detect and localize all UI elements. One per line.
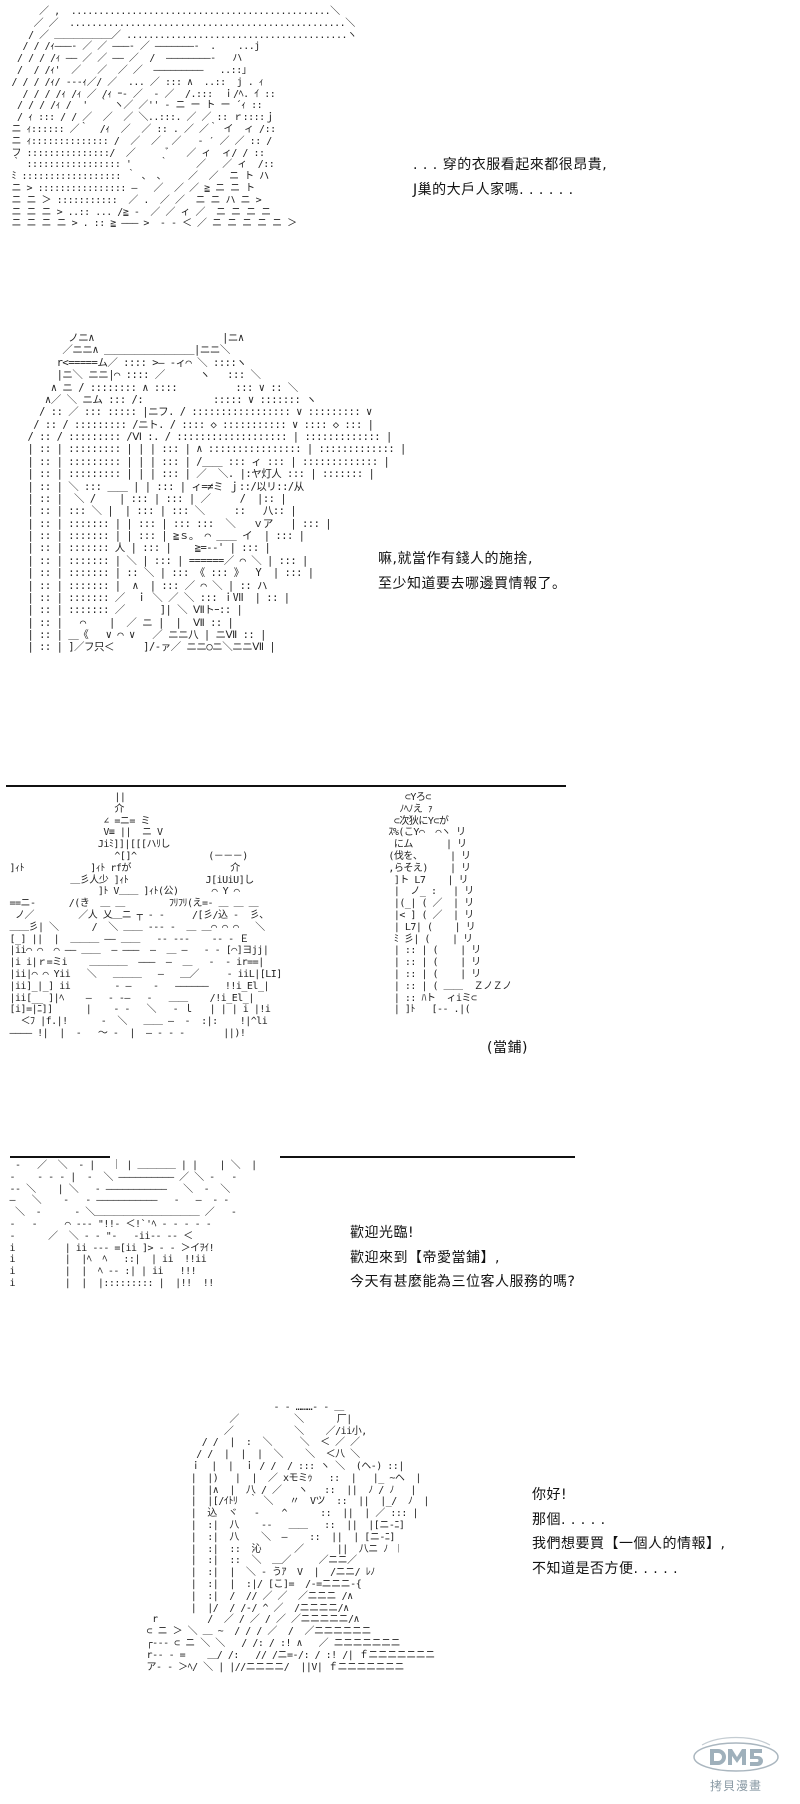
ascii-art-shop-sign: ⊂Yろ⊂ ﾉﾍﾉえ ｧ ⊂次狄にY⊂が ｽ%(こY⌒ ⌒ヽ リ にム | リ (… [388, 792, 512, 1016]
ascii-art-shopkeeper: || 介 ∠ =ニ= ミ V≡ || ニ V Jiﾐ]]|[[[ハﾘし ^[]^… [9, 792, 283, 1039]
panel-divider-top [6, 785, 566, 787]
panel-divider-middle-right [280, 1156, 575, 1158]
ascii-art-character-4: ‐ ‐ ………‐ ‐ ＿ ／ ＼ 厂| ／ ＼ ／/ii小, / / | : ＼… [146, 1402, 436, 1673]
dialog-line: 那個. . . . . [532, 1511, 606, 1528]
panel-2: ノニ∧ |ニ∧ ／ニニ∧ ＿＿＿＿＿＿＿＿＿|ニニ＼ r<=====ム／ :::… [0, 300, 800, 770]
panel-4: ‐ ‐ ………‐ ‐ ＿ ／ ＼ 厂| ／ ＼ ／/ii小, / / | : ＼… [0, 1390, 800, 1804]
watermark: 拷貝漫畫 [690, 1735, 782, 1794]
dialog-panel-1: . . . 穿的衣服看起來都很昂貴, J巢的大戶人家嗎. . . . . . [413, 153, 607, 202]
dialog-line: 歡迎光臨! [350, 1225, 415, 1241]
dialog-line: 不知道是否方便. . . . . [532, 1560, 679, 1577]
ascii-art-character-2: ノニ∧ |ニ∧ ／ニニ∧ ＿＿＿＿＿＿＿＿＿|ニニ＼ r<=====ム／ :::… [27, 332, 406, 654]
dialog-line: 今天有甚麼能為三位客人服務的嗎? [350, 1274, 576, 1290]
panel-3: ⊂Yろ⊂ ﾉﾍﾉえ ｧ ⊂次狄にY⊂が ｽ%(こY⌒ ⌒ヽ リ にム | リ (… [0, 788, 800, 1358]
sign-label: (當鋪) [487, 1036, 528, 1061]
ascii-art-shopkeeper-body: ‐ ／ ＼ ‐ | ｜ | ＿＿＿＿ | | | ＼ | ‐ ‐ ‐ ‐ | ‐… [9, 1160, 258, 1289]
dialog-line: 嘛,就當作有錢人的施捨, [378, 551, 533, 567]
dialog-panel-3: 歡迎光臨! 歡迎來到【帝愛當鋪】, 今天有甚麼能為三位客人服務的嗎? [350, 1221, 575, 1295]
dialog-line: 歡迎來到【帝愛當鋪】, [350, 1249, 500, 1266]
dialog-line: . . . 穿的衣服看起來都很昂貴, [413, 157, 608, 173]
sign-text: (當鋪) [487, 1040, 528, 1056]
dialog-line: 你好! [532, 1487, 568, 1503]
dialog-line: 至少知道要去哪邊買情報了。 [378, 575, 567, 592]
dialog-panel-2: 嘛,就當作有錢人的施捨, 至少知道要去哪邊買情報了。 [378, 547, 567, 596]
dialog-panel-4: 你好! 那個. . . . . 我們想要買【一個人的情報】, 不知道是否方便. … [532, 1483, 725, 1581]
panel-1: ／ , ....................................… [0, 0, 800, 300]
dialog-line: 我們想要買【一個人的情報】, [532, 1536, 726, 1552]
watermark-text: 拷貝漫畫 [709, 1779, 762, 1793]
dialog-line: J巢的大戶人家嗎. . . . . . [413, 181, 574, 198]
panel-divider-middle [10, 1156, 110, 1158]
dm5-logo-icon [693, 1736, 779, 1772]
ascii-art-character-1: ／ , ....................................… [11, 6, 357, 230]
